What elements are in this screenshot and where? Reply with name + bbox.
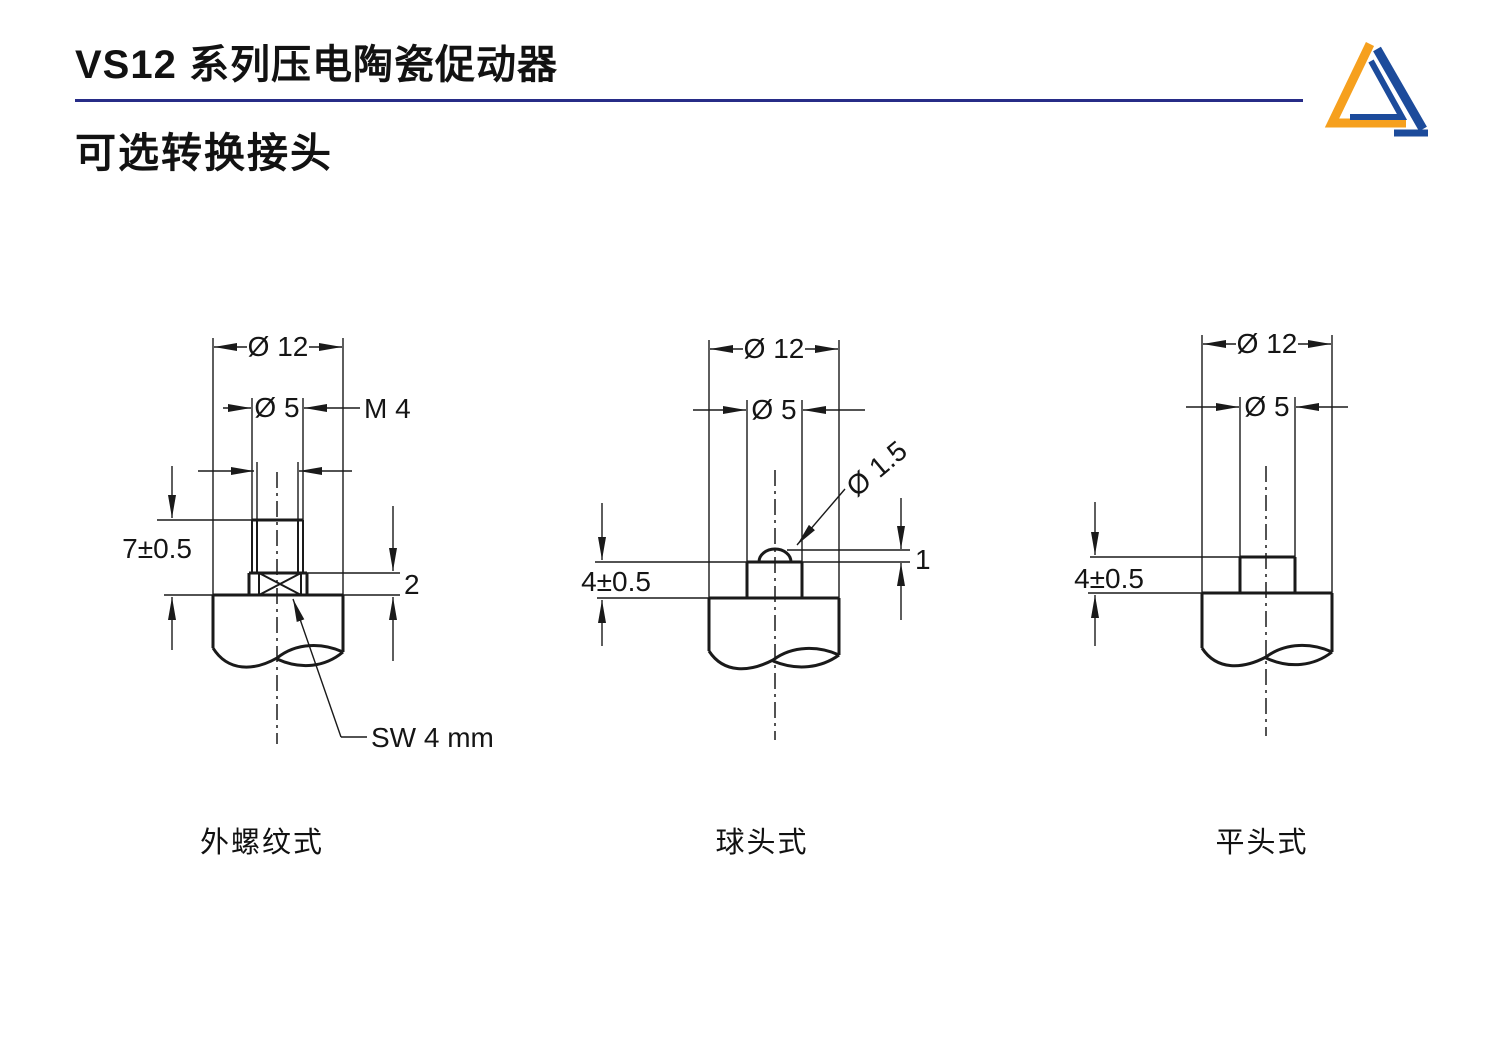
page-title: VS12 系列压电陶瓷促动器	[75, 43, 558, 87]
drawing-caption-external-thread: 外螺纹式	[199, 827, 324, 859]
dim-label-boss-diameter: Ø 5	[751, 394, 797, 425]
brand-logo	[1318, 36, 1442, 144]
section-title: 可选转换接头	[75, 130, 333, 176]
logo-blue-inner-stroke	[1350, 59, 1408, 120]
logo-triangle-icon	[1324, 42, 1428, 137]
dim-label-height: 4±0.5	[1074, 563, 1144, 594]
dim-label-boss-diameter: Ø 5	[1244, 391, 1290, 422]
logo-orange-stroke	[1324, 42, 1406, 128]
drawing-ball-tip	[595, 340, 910, 740]
dim-label-boss-diameter: Ø 5	[254, 392, 300, 423]
dim-label-outer-diameter: Ø 12	[1236, 328, 1298, 359]
dim-label-height: 7±0.5	[122, 533, 192, 564]
logo-blue-right-stroke	[1373, 46, 1427, 132]
dim-label-height: 4±0.5	[581, 566, 651, 597]
drawing-caption-flat-tip: 平头式	[1215, 827, 1309, 859]
drawing-flat-tip	[1088, 335, 1348, 736]
header-divider-rule	[75, 99, 1303, 102]
dim-label-wrench-flat: SW 4 mm	[371, 722, 494, 753]
drawing-caption-ball-tip: 球头式	[715, 827, 809, 859]
drawing-external-thread	[157, 338, 400, 744]
dim-label-flange-thickness: 2	[404, 569, 420, 600]
dim-label-thread: M 4	[364, 393, 411, 424]
dim-label-tip-height: 1	[915, 544, 931, 575]
dim-label-outer-diameter: Ø 12	[247, 331, 309, 362]
dim-label-outer-diameter: Ø 12	[743, 333, 805, 364]
